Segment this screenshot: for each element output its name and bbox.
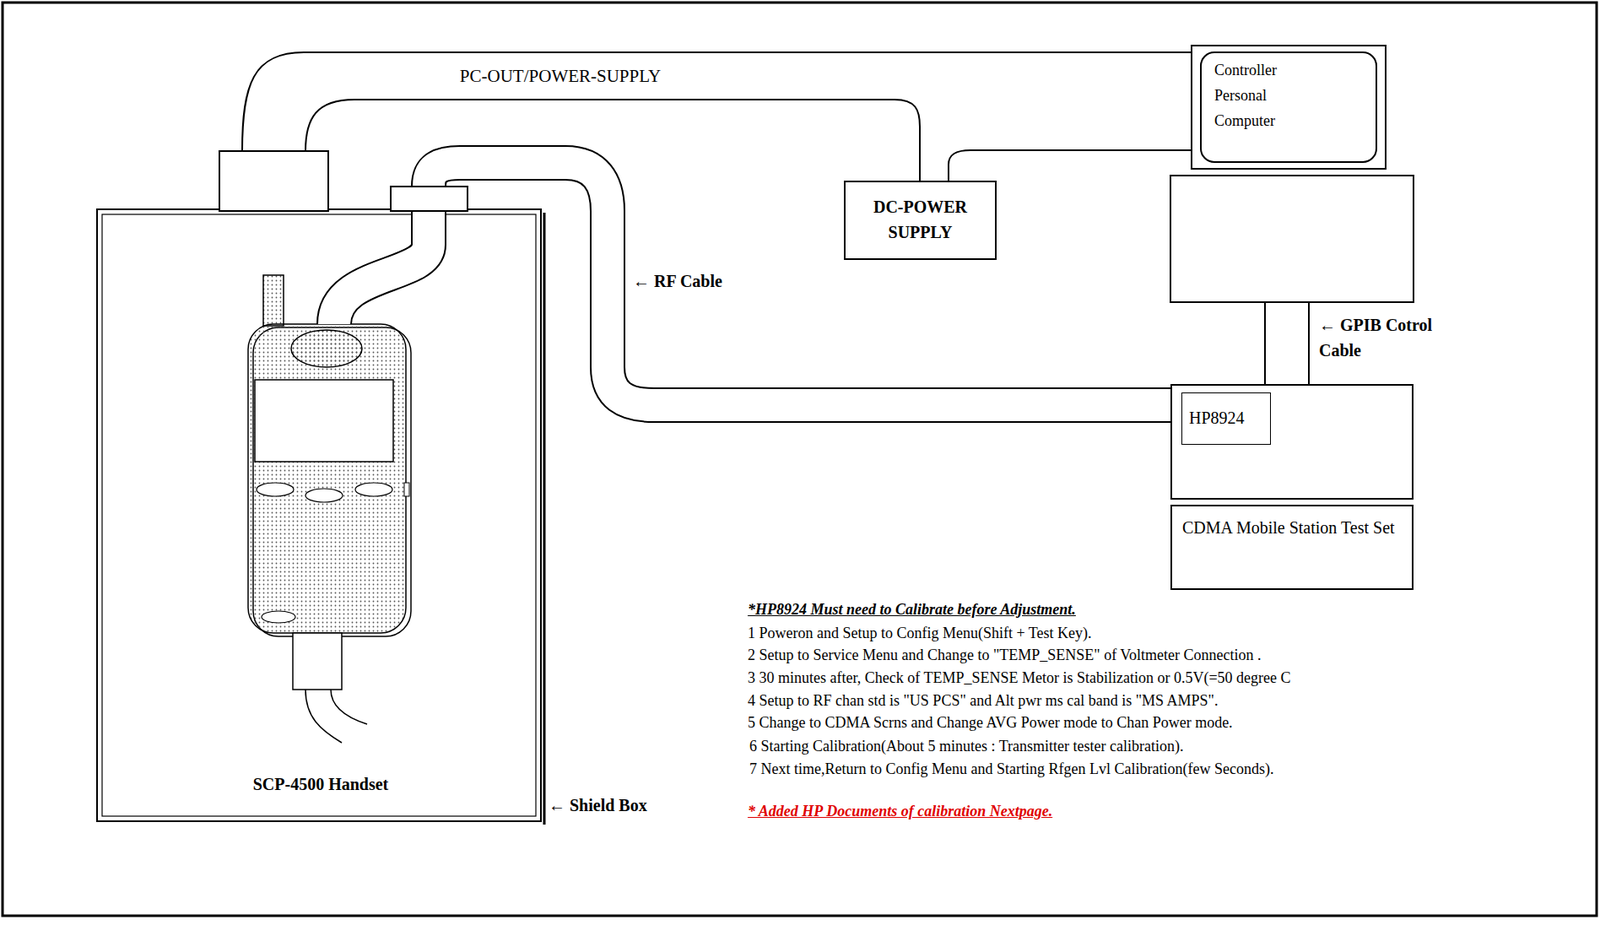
cable-line: [1308, 302, 1310, 384]
handset: SCP-4500 Handset: [219, 324, 422, 797]
cable-connector: [242, 52, 1192, 181]
shield-box-outer: [97, 209, 541, 822]
handset-body: [248, 324, 406, 633]
bottom-cable: [330, 689, 368, 725]
cable-label: ← RF Cable: [632, 271, 723, 292]
node-text: SCP-4500 Handset: [219, 774, 422, 795]
note-step: 1 Poweron and Setup to Config Menu(Shift…: [747, 624, 1092, 643]
pc-out-connector: [219, 151, 329, 211]
bottom-cable: [305, 689, 342, 743]
cable-label: ← GPIB Cotrol Cable: [1318, 312, 1455, 363]
monitor-screen: [1200, 52, 1377, 163]
note-step: 2 Setup to Service Menu and Change to "T…: [747, 646, 1261, 665]
note-step: 3 30 minutes after, Check of TEMP_SENSE …: [747, 669, 1292, 687]
cable-line: [1264, 302, 1266, 384]
cable-line: [242, 52, 1192, 152]
computer-base: [1170, 175, 1414, 303]
rf-cable-outline: [334, 162, 1171, 406]
cable-line: [948, 150, 1192, 181]
node-text: Controller Personal Computer: [1214, 57, 1325, 134]
node-text: DC-POWER SUPPLY: [845, 194, 995, 245]
shield-box: ← Shield BoxSCP-4500 Handset: [97, 209, 541, 822]
note-reference: * Added HP Documents of calibration Next…: [747, 802, 1053, 821]
note-step: 4 Setup to RF chan std is "US PCS" and A…: [747, 691, 1218, 710]
cdma-test-set-box: CDMA Mobile Station Test Set: [1170, 504, 1414, 590]
power-supply-box: DC-POWER SUPPLY: [843, 180, 997, 260]
cable-label: PC-OUT/POWER-SUPPLY: [459, 65, 661, 87]
monitor-outer: [1191, 45, 1386, 169]
note-step: 7 Next time,Return to Config Menu and St…: [749, 760, 1274, 779]
cable-connector: [334, 162, 1171, 406]
shield-box-inner: [102, 214, 536, 817]
key: [305, 488, 343, 503]
earpiece: [291, 329, 363, 368]
computer: Controller Personal Computer: [1170, 45, 1414, 303]
rf-connector: [390, 186, 468, 211]
node-text: CDMA Mobile Station Test Set: [1182, 514, 1402, 541]
note-step: 5 Change to CDMA Scrns and Change AVG Po…: [747, 713, 1233, 732]
node-text: HP8924: [1181, 392, 1271, 445]
note-heading: *HP8924 Must need to Calibrate before Ad…: [747, 600, 1076, 619]
key: [256, 482, 294, 497]
rf-cable-fill: [334, 162, 1171, 406]
node-text: ← Shield Box: [548, 795, 648, 816]
key: [261, 610, 296, 623]
test-set-box: HP8924: [1170, 383, 1414, 500]
display-screen: [254, 379, 394, 462]
antenna: [263, 275, 284, 326]
note-step: 6 Starting Calibration(About 5 minutes :…: [749, 737, 1184, 756]
key: [355, 482, 393, 497]
page-frame: [2, 2, 1597, 916]
bottom-connector: [292, 632, 342, 690]
side-button: [404, 482, 410, 497]
shield-box-shadow: [543, 212, 546, 825]
cable-connector: [1264, 302, 1309, 384]
